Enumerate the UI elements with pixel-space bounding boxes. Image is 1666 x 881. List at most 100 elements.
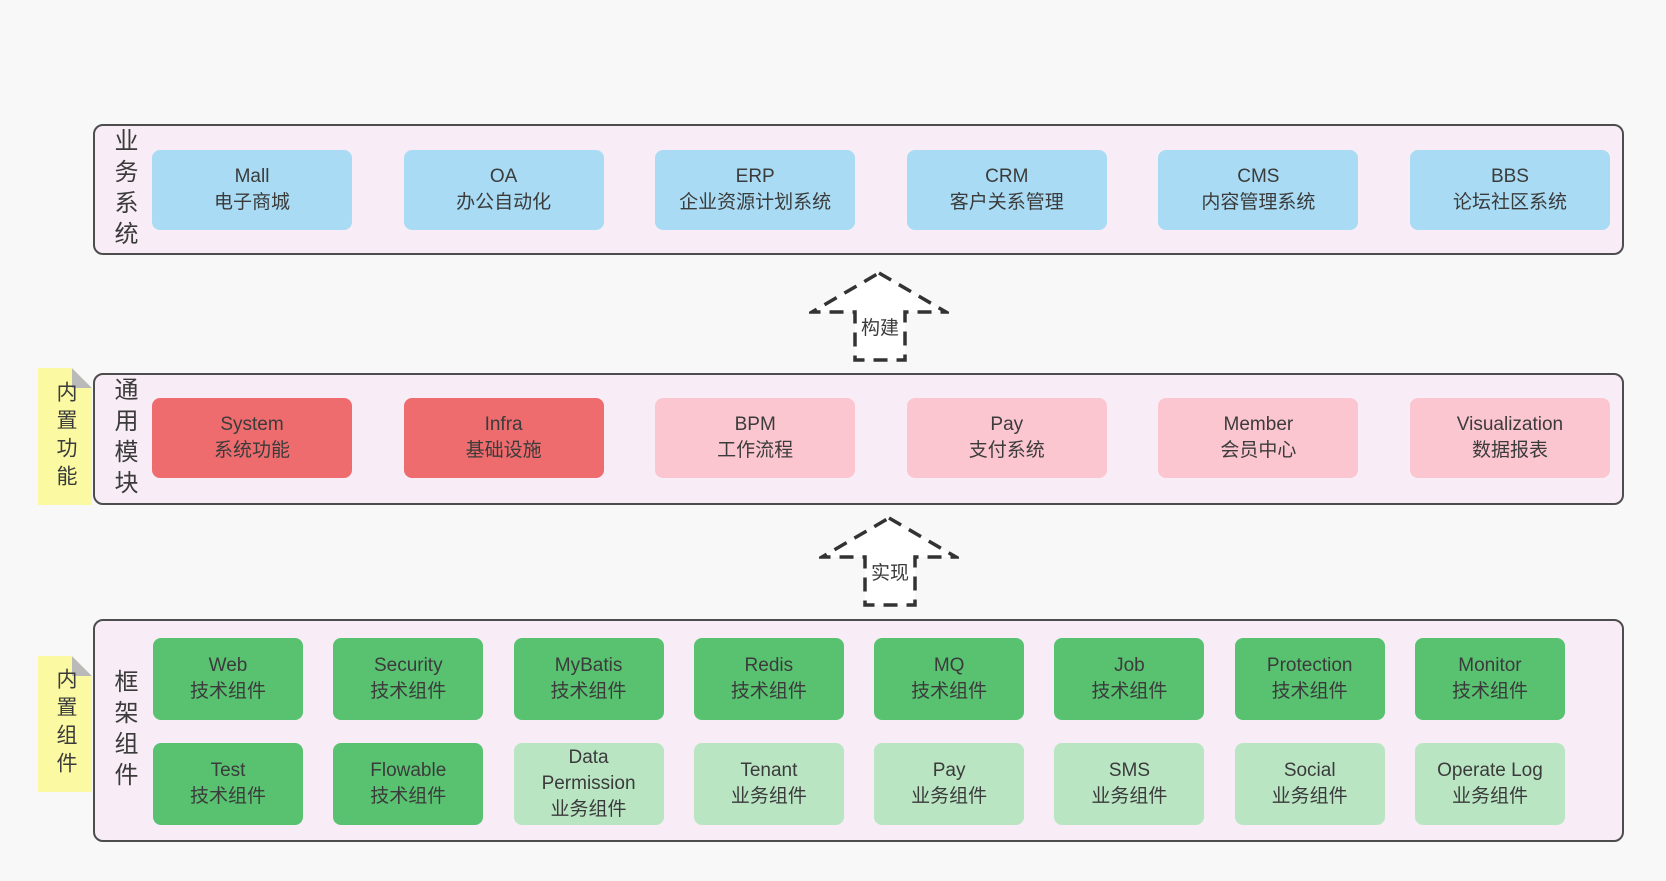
- layer-framework-components: 框架组件 Web 技术组件 Security 技术组件 MyBatis 技术组件 Redis…: [93, 619, 1624, 842]
- module-name-en: Job: [1114, 655, 1145, 676]
- sticky-note-builtin-features: 内置功能: [38, 368, 92, 505]
- module-name-zh: 业务组件: [911, 786, 988, 807]
- module-name-zh: 客户关系管理: [949, 192, 1064, 213]
- module-name-zh: 技术组件: [1271, 681, 1348, 702]
- module-name-en: BPM: [734, 414, 776, 435]
- module-box-oa: OA 办公自动化: [403, 150, 604, 230]
- module-box-mq: MQ 技术组件: [874, 638, 1025, 720]
- module-name-en: Data Permission: [541, 747, 636, 794]
- module-name-en: Tenant: [740, 760, 798, 781]
- module-name-en: Protection: [1266, 655, 1353, 676]
- module-name-zh: 技术组件: [189, 681, 266, 702]
- module-box-system: System 系统功能: [152, 398, 352, 478]
- module-box-monitor: Monitor 技术组件: [1414, 638, 1565, 720]
- module-box-cms: CMS 内容管理系统: [1158, 150, 1359, 230]
- module-name-zh: 企业资源计划系统: [679, 192, 832, 213]
- module-box-sms: SMS 业务组件: [1054, 743, 1205, 825]
- module-name-en: Pay: [990, 414, 1024, 435]
- module-box-member: Member 会员中心: [1158, 398, 1359, 478]
- module-name-en: Monitor: [1458, 655, 1522, 676]
- module-box-tenant: Tenant 业务组件: [693, 743, 844, 825]
- module-name-en: CMS: [1237, 166, 1280, 187]
- module-name-en: Mall: [234, 166, 270, 187]
- dashed-up-arrow-shape: [809, 270, 949, 362]
- module-name-zh: 业务组件: [1451, 786, 1528, 807]
- module-name-en: Operate Log: [1437, 760, 1543, 781]
- module-box-infra: Infra 基础设施: [403, 398, 604, 478]
- module-name-zh: 内容管理系统: [1201, 192, 1316, 213]
- module-name-zh: 业务组件: [1271, 786, 1348, 807]
- module-name-en: Member: [1223, 414, 1294, 435]
- module-box-data-permission: Data Permission 业务组件: [513, 743, 664, 825]
- module-name-zh: 数据报表: [1471, 440, 1548, 461]
- module-name-zh: 办公自动化: [456, 192, 552, 213]
- module-name-en: CRM: [985, 166, 1029, 187]
- build-arrow-label: 构建: [861, 317, 899, 339]
- module-name-zh: 业务组件: [550, 799, 627, 820]
- module-name-en: Infra: [484, 414, 523, 435]
- module-name-en: Flowable: [370, 760, 447, 781]
- layer-label-common-modules: 通用模块: [110, 377, 137, 501]
- module-box-erp: ERP 企业资源计划系统: [655, 150, 856, 230]
- module-name-zh: 技术组件: [189, 786, 266, 807]
- module-name-zh: 技术组件: [911, 681, 988, 702]
- module-box-visualization: Visualization 数据报表: [1409, 398, 1610, 478]
- module-name-en: MQ: [933, 655, 965, 676]
- sticky-note-text: 内置功能: [54, 380, 77, 493]
- module-name-zh: 技术组件: [1091, 681, 1168, 702]
- module-name-en: ERP: [735, 166, 775, 187]
- module-name-en: System: [220, 414, 284, 435]
- dashed-up-arrow-shape: [819, 515, 959, 607]
- module-name-en: OA: [489, 166, 518, 187]
- module-name-zh: 论坛社区系统: [1452, 192, 1567, 213]
- module-box-crm: CRM 客户关系管理: [906, 150, 1107, 230]
- module-name-en: Visualization: [1456, 414, 1564, 435]
- sticky-note-text: 内置组件: [54, 668, 77, 780]
- module-name-en: Test: [210, 760, 246, 781]
- module-box-web: Web 技术组件: [153, 638, 303, 720]
- module-name-en: SMS: [1108, 760, 1150, 781]
- module-name-zh: 技术组件: [370, 786, 447, 807]
- module-name-en: Social: [1283, 760, 1336, 781]
- module-name-zh: 技术组件: [730, 681, 807, 702]
- module-name-en: MyBatis: [554, 655, 623, 676]
- module-box-job: Job 技术组件: [1054, 638, 1205, 720]
- module-name-en: Web: [208, 655, 248, 676]
- sticky-note-builtin-components: 内置组件: [38, 656, 92, 792]
- layer-label-framework-components: 框架组件: [110, 668, 137, 793]
- implement-arrow-label: 实现: [871, 562, 909, 584]
- module-box-security: Security 技术组件: [333, 638, 484, 720]
- module-box-protection: Protection 技术组件: [1234, 638, 1385, 720]
- module-box-pay: Pay 业务组件: [874, 743, 1025, 825]
- module-name-zh: 业务组件: [730, 786, 807, 807]
- module-name-zh: 技术组件: [1451, 681, 1528, 702]
- module-box-social: Social 业务组件: [1234, 743, 1385, 825]
- module-box-mybatis: MyBatis 技术组件: [513, 638, 664, 720]
- module-box-operate-log: Operate Log 业务组件: [1414, 743, 1565, 825]
- module-name-zh: 业务组件: [1091, 786, 1168, 807]
- module-name-zh: 系统功能: [213, 440, 290, 461]
- module-name-zh: 技术组件: [550, 681, 627, 702]
- module-name-en: Security: [373, 655, 443, 676]
- module-name-en: Redis: [744, 655, 794, 676]
- implement-arrow-icon: 实现: [819, 515, 959, 607]
- module-name-zh: 技术组件: [370, 681, 447, 702]
- module-box-test: Test 技术组件: [153, 743, 303, 825]
- build-arrow-icon: 构建: [809, 270, 949, 362]
- module-box-flowable: Flowable 技术组件: [333, 743, 484, 825]
- module-name-zh: 基础设施: [465, 440, 542, 461]
- module-name-en: Pay: [932, 760, 966, 781]
- layer-label-business-systems: 业务系统: [110, 127, 137, 252]
- module-name-en: BBS: [1490, 166, 1529, 187]
- module-box-bbs: BBS 论坛社区系统: [1409, 150, 1610, 230]
- module-name-zh: 会员中心: [1220, 440, 1297, 461]
